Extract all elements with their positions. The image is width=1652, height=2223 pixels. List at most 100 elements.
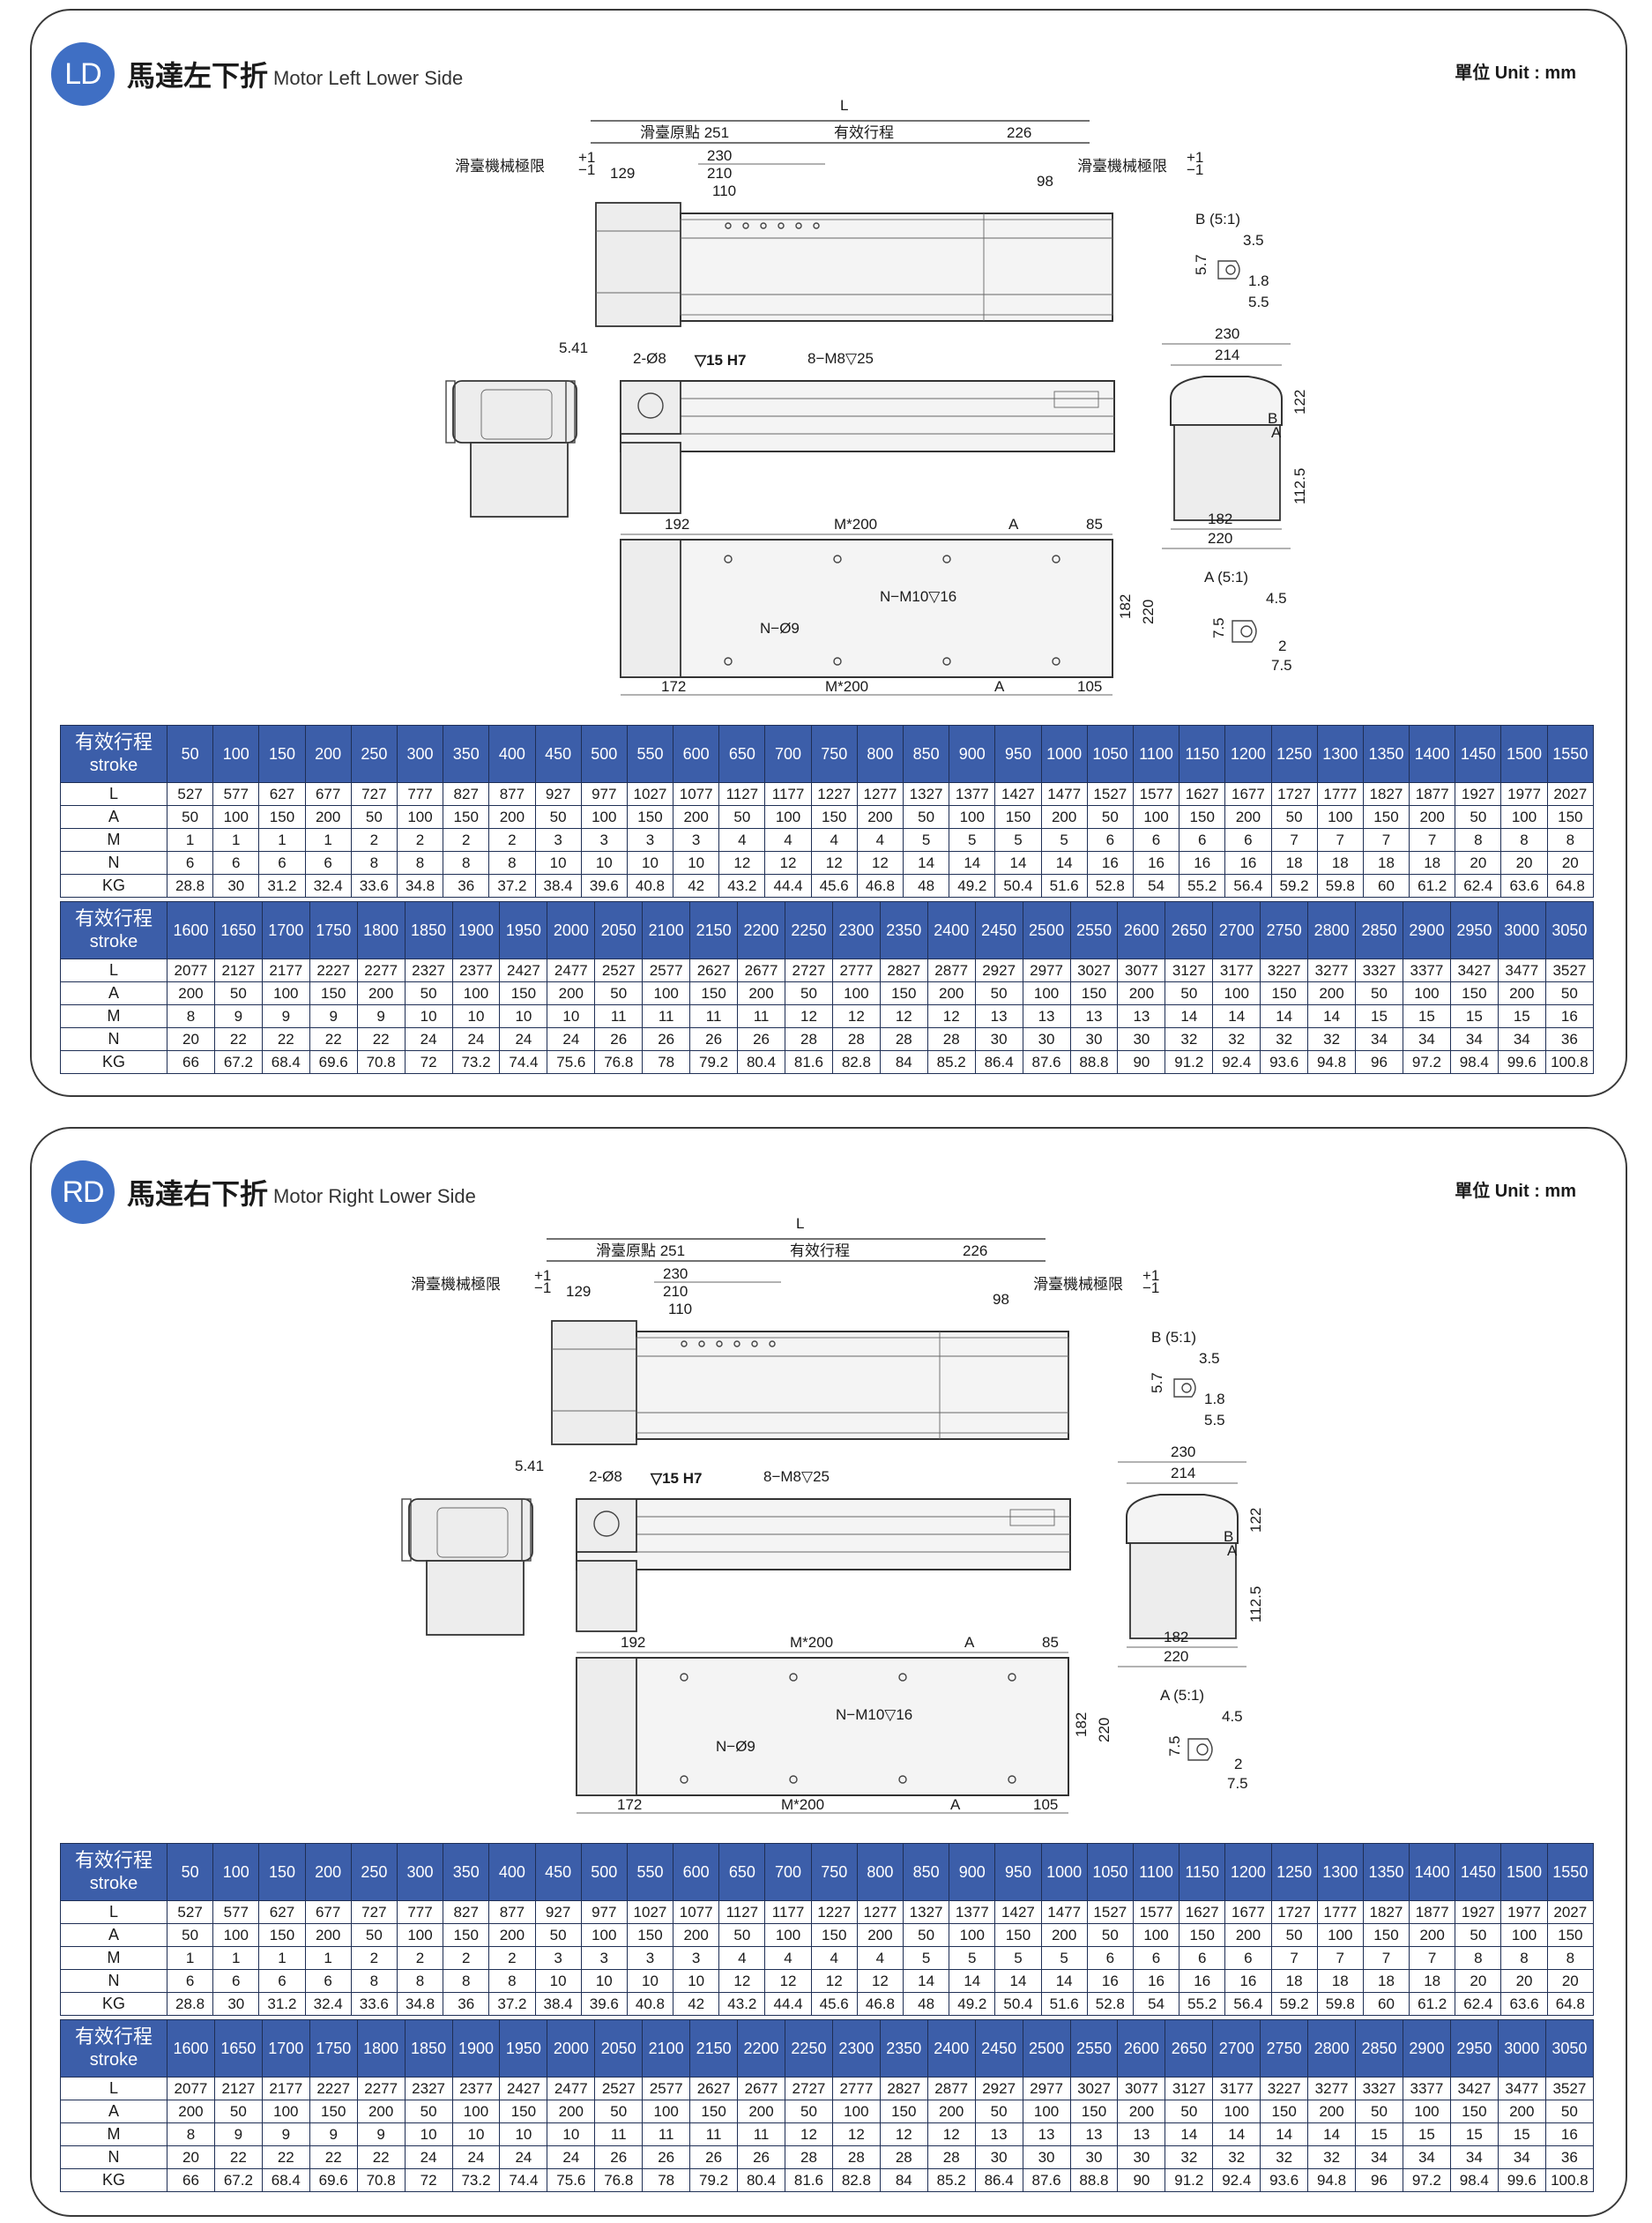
stroke-value: 500 xyxy=(580,725,628,783)
table-cell: 50 xyxy=(1270,1923,1318,1947)
table-cell: 40.8 xyxy=(626,1992,674,2016)
table-cell: 28 xyxy=(784,1027,833,1051)
table-cell: 12 xyxy=(784,2122,833,2146)
table-cell: 16 xyxy=(1224,1969,1272,1993)
table-cell: 200 xyxy=(856,1923,904,1947)
table-cell: 12 xyxy=(879,1004,928,1028)
stroke-value: 2600 xyxy=(1117,2019,1166,2078)
table-cell: 18 xyxy=(1270,851,1318,875)
table-cell: 577 xyxy=(212,782,260,806)
table-cell: 3227 xyxy=(1260,2077,1309,2100)
table-cell: 91.2 xyxy=(1165,2168,1214,2192)
table-cell: 97.2 xyxy=(1402,2168,1451,2192)
table-cell: 84 xyxy=(879,2168,928,2192)
stroke-value: 50 xyxy=(166,725,214,783)
table-cell: 3127 xyxy=(1165,2077,1214,2100)
table-cell: 2327 xyxy=(404,2077,453,2100)
table-cell: 12 xyxy=(831,1004,881,1028)
stroke-value: 2100 xyxy=(642,2019,691,2078)
table-cell: 4 xyxy=(856,828,904,852)
table-cell: 6 xyxy=(212,1969,260,1993)
bottom-hole-label: N−Ø9 xyxy=(760,620,800,637)
motor-end-view xyxy=(401,1498,533,1636)
table-cell: 9 xyxy=(356,2122,406,2146)
table-cell: 10 xyxy=(534,1969,582,1993)
table-cell: 18 xyxy=(1316,1969,1364,1993)
table-cell: 150 xyxy=(879,2100,928,2123)
table-cell: 3277 xyxy=(1307,959,1357,982)
table-cell: 80.4 xyxy=(737,2168,785,2192)
table-cell: 59.2 xyxy=(1270,874,1318,898)
table-cell: 15 xyxy=(1449,2122,1499,2146)
table-cell: 3327 xyxy=(1355,959,1403,982)
table-cell: 3527 xyxy=(1544,2077,1595,2100)
table-cell: 6 xyxy=(1179,828,1226,852)
table-cell: 150 xyxy=(1179,1923,1226,1947)
dim-origin-251: 滑臺原點 251 xyxy=(640,124,729,141)
table-cell: 100 xyxy=(831,981,881,1005)
stroke-value: 300 xyxy=(396,1843,444,1901)
table-cell: 24 xyxy=(499,2145,548,2169)
table-cell: 2 xyxy=(350,828,398,852)
table-cell: 100 xyxy=(1402,981,1451,1005)
table-cell: 200 xyxy=(926,2100,976,2123)
table-cell: 28 xyxy=(784,2145,833,2169)
table-cell: 877 xyxy=(488,1900,536,1924)
table-cell: 87.6 xyxy=(1022,1050,1071,1074)
table-cell: 50 xyxy=(594,981,644,1005)
table-cell: 16 xyxy=(1179,851,1226,875)
table-cell: 14 xyxy=(1040,851,1088,875)
table-cell: 92.4 xyxy=(1212,2168,1261,2192)
table-cell: 2177 xyxy=(261,2077,310,2100)
table-cell: 100 xyxy=(1022,981,1071,1005)
row-label: M xyxy=(60,2122,167,2146)
table-cell: 34 xyxy=(1402,1027,1451,1051)
table-cell: 150 xyxy=(258,1923,306,1947)
table-cell: 14 xyxy=(902,851,950,875)
table-cell: 32 xyxy=(1260,1027,1309,1051)
stroke-value: 1850 xyxy=(404,2019,453,2078)
stroke-value: 300 xyxy=(396,725,444,783)
table-cell: 1627 xyxy=(1179,782,1226,806)
table-cell: 200 xyxy=(1117,2100,1166,2123)
table-cell: 38.4 xyxy=(534,874,582,898)
table-cell: 200 xyxy=(673,1923,720,1947)
stroke-value: 750 xyxy=(810,1843,858,1901)
table-cell: 10 xyxy=(534,851,582,875)
table-cell: 2277 xyxy=(356,2077,406,2100)
table-cell: 32 xyxy=(1212,1027,1261,1051)
table-cell: 777 xyxy=(396,1900,444,1924)
table-cell: 2877 xyxy=(926,959,976,982)
table-cell: 16 xyxy=(1086,851,1134,875)
stroke-value: 1950 xyxy=(499,901,548,959)
table-cell: 11 xyxy=(737,1004,785,1028)
table-cell: 2077 xyxy=(167,959,215,982)
stroke-value: 2050 xyxy=(594,901,644,959)
table-cell: 31.2 xyxy=(258,1992,306,2016)
table-cell: 1727 xyxy=(1270,782,1318,806)
pin-hole-depth: ▽15 H7 xyxy=(694,352,746,369)
table-cell: 22 xyxy=(356,2145,406,2169)
table-cell: 100 xyxy=(261,2100,310,2123)
table-cell: 52.8 xyxy=(1086,1992,1134,2016)
table-cell: 9 xyxy=(261,2122,310,2146)
table-cell: 2377 xyxy=(451,959,501,982)
table-cell: 73.2 xyxy=(451,2168,501,2192)
table-cell: 2 xyxy=(396,828,444,852)
table-cell: 2277 xyxy=(356,959,406,982)
table-cell: 200 xyxy=(737,2100,785,2123)
stroke-value: 100 xyxy=(212,1843,260,1901)
table-cell: 59.8 xyxy=(1316,1992,1364,2016)
detail-A: A (5:1)4.57.527.5 xyxy=(1160,1687,1248,1792)
stroke-value: 3050 xyxy=(1544,2019,1595,2078)
table-cell: 1 xyxy=(304,828,352,852)
table-cell: 1177 xyxy=(764,1900,812,1924)
table-cell: 28.8 xyxy=(166,874,214,898)
dim-210: 210 xyxy=(707,165,732,182)
